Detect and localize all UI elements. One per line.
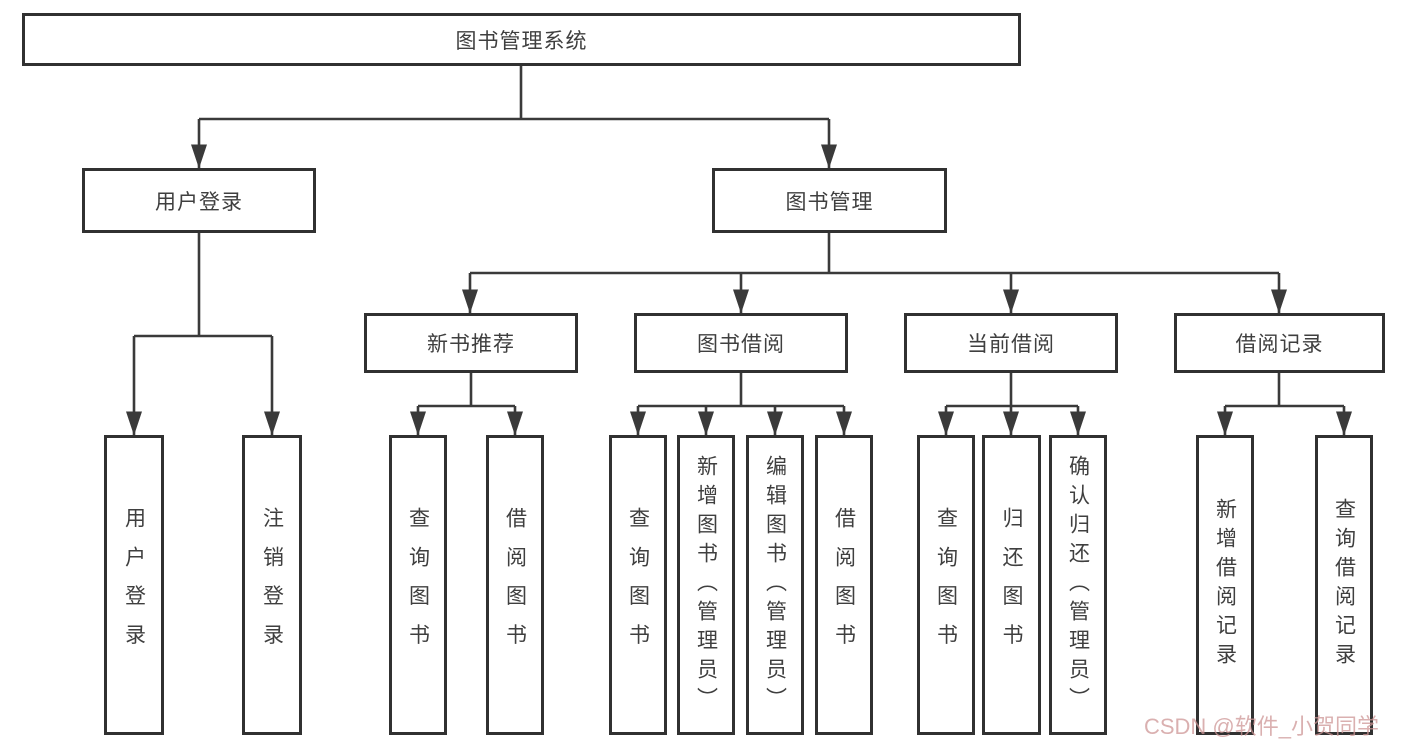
csdn-watermark: CSDN @软件_小贺同学 [1143,714,1379,739]
leaf-return-books: 归还图书 [982,435,1041,735]
node-book-management-system: 图书管理系统 [22,13,1021,66]
node-user-login: 用户登录 [82,168,316,233]
leaf-user-login: 用户登录 [104,435,164,735]
leaf-borrow-books: 借阅图书 [815,435,873,735]
connector-new-book-recommend-to-leaves [410,373,523,436]
node-new-book-recommend: 新书推荐 [364,313,578,373]
leaf-query-borrow-record: 查询借阅记录 [1315,435,1373,735]
connector-book-management-to-level2 [462,233,1287,314]
leaf-borrow-books-recommend: 借阅图书 [486,435,544,735]
leaf-query-books-borrow: 查询图书 [609,435,667,735]
node-book-management: 图书管理 [712,168,947,233]
leaf-add-borrow-record: 新增借阅记录 [1196,435,1254,735]
leaf-add-books-admin: 新增图书（管理员） [677,435,735,735]
leaf-confirm-return-admin: 确认归还（管理员） [1049,435,1107,735]
node-book-borrow: 图书借阅 [634,313,848,373]
leaf-edit-books-admin: 编辑图书（管理员） [746,435,804,735]
connector-book-borrow-to-leaves [630,373,852,436]
leaf-logout: 注销登录 [242,435,302,735]
connector-root-to-level1 [191,66,837,169]
node-current-borrow: 当前借阅 [904,313,1118,373]
node-borrow-records: 借阅记录 [1174,313,1385,373]
connector-user-login-to-leaves [126,233,280,436]
leaf-query-books-recommend: 查询图书 [389,435,447,735]
connector-current-borrow-to-leaves [938,373,1086,436]
leaf-query-books-current: 查询图书 [917,435,975,735]
connector-borrow-records-to-leaves [1217,373,1352,436]
